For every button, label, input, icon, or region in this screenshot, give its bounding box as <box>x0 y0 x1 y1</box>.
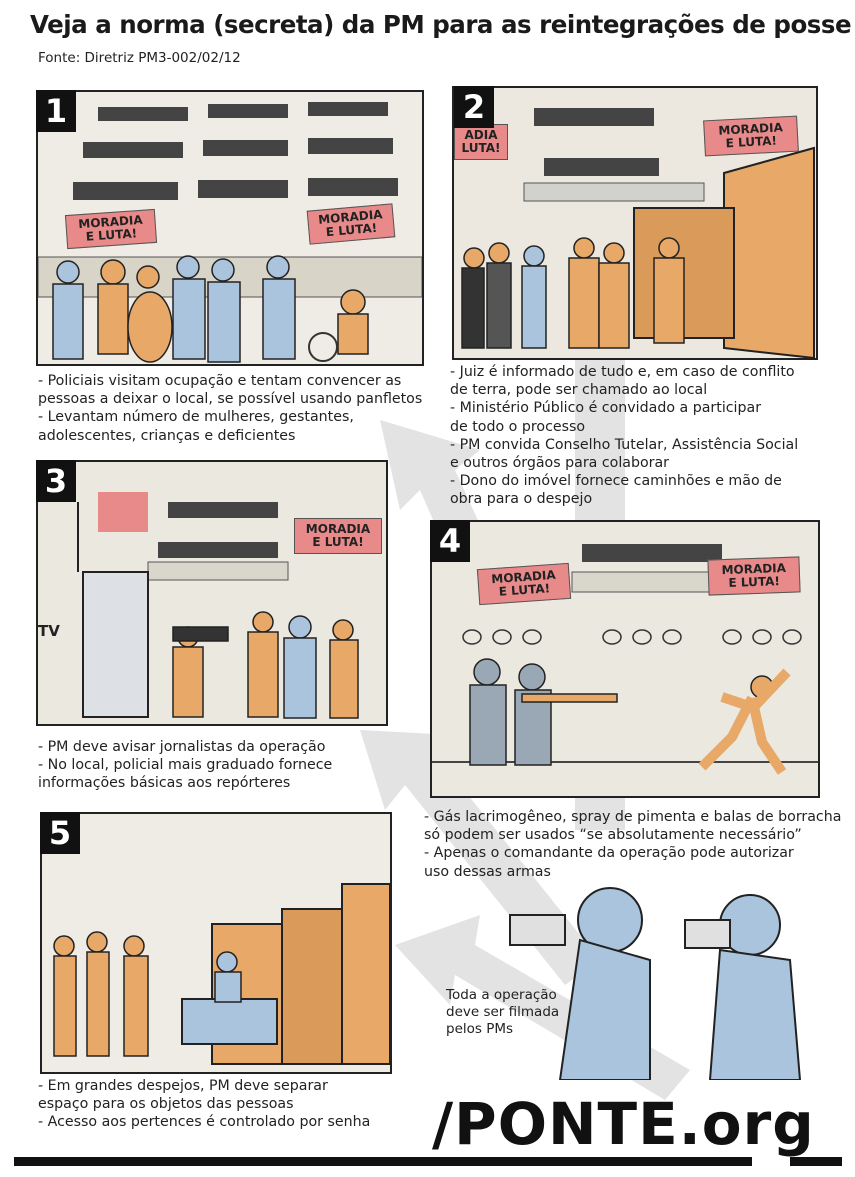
footer-rule <box>790 1157 842 1166</box>
tv-label: TV <box>38 622 60 640</box>
filming-note: Toda a operação deve ser filmada pelos P… <box>446 987 560 1037</box>
ponte-logo[interactable]: /PONTE.org <box>432 1090 815 1158</box>
panel-number: 2 <box>454 86 494 128</box>
panel-number: 3 <box>36 460 76 502</box>
panel-number: 1 <box>36 90 76 132</box>
source-note: Fonte: Diretriz PM3-002/02/12 <box>38 50 241 66</box>
panel-1-caption: - Policiais visitam ocupação e tentam co… <box>38 373 423 444</box>
panel-5-caption: - Em grandes despejos, PM deve separar e… <box>38 1078 371 1131</box>
panel-5-illustration <box>42 814 390 1072</box>
footer-rule <box>14 1157 752 1166</box>
panel-3-illustration <box>38 462 386 724</box>
panel-4-caption: - Gás lacrimogêneo, spray de pimenta e b… <box>424 809 842 880</box>
panel-number: 4 <box>430 520 470 562</box>
panel-3-caption: - PM deve avisar jornalistas da operação… <box>38 739 333 792</box>
page-title: Veja a norma (secreta) da PM para as rei… <box>30 10 852 39</box>
filming-officers-illustration <box>509 887 802 1080</box>
panel-number: 5 <box>40 812 80 854</box>
panel-2-illustration <box>454 88 816 358</box>
panel-2-caption: - Juiz é informado de tudo e, em caso de… <box>450 364 799 508</box>
panel-5 <box>40 812 392 1074</box>
